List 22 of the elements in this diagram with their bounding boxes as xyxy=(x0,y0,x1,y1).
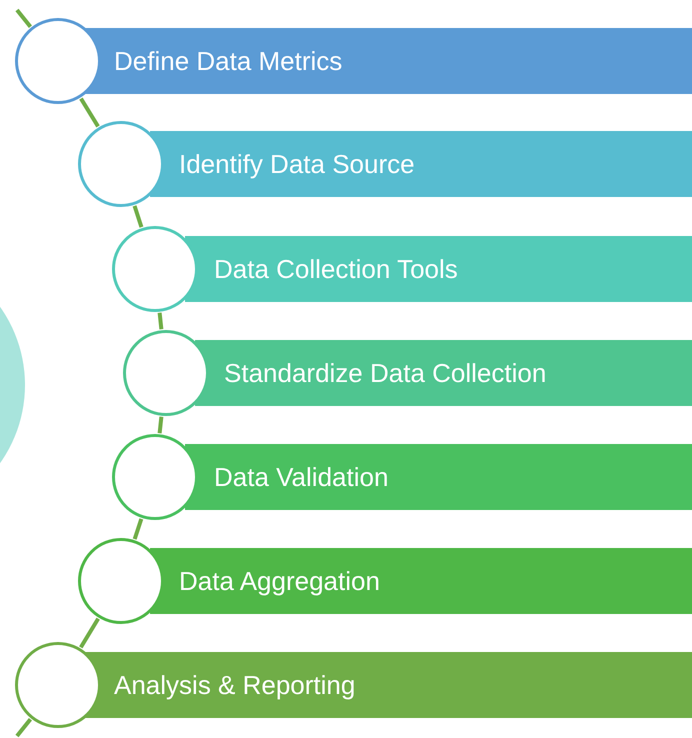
connector-line xyxy=(15,8,32,28)
step-bar xyxy=(150,548,692,614)
connector-line xyxy=(132,205,144,228)
step-bar xyxy=(85,652,692,718)
step-label: Data Aggregation xyxy=(179,568,380,594)
step-label: Define Data Metrics xyxy=(114,48,342,74)
connector-line xyxy=(158,416,164,434)
connector-line xyxy=(15,718,32,738)
step-label: Data Validation xyxy=(214,464,388,490)
step-label: Analysis & Reporting xyxy=(114,672,356,698)
step-label: Standardize Data Collection xyxy=(224,360,546,386)
connector-line xyxy=(79,98,100,128)
connector-line xyxy=(79,618,100,648)
step-bar xyxy=(195,340,692,406)
step-label: Data Collection Tools xyxy=(214,256,458,282)
step-bar xyxy=(85,28,692,94)
step-label: Identify Data Source xyxy=(179,151,415,177)
step-bar xyxy=(150,131,692,197)
connector-line xyxy=(158,312,164,330)
step-bar xyxy=(185,236,692,302)
step-bar xyxy=(185,444,692,510)
connector-line xyxy=(132,518,144,540)
